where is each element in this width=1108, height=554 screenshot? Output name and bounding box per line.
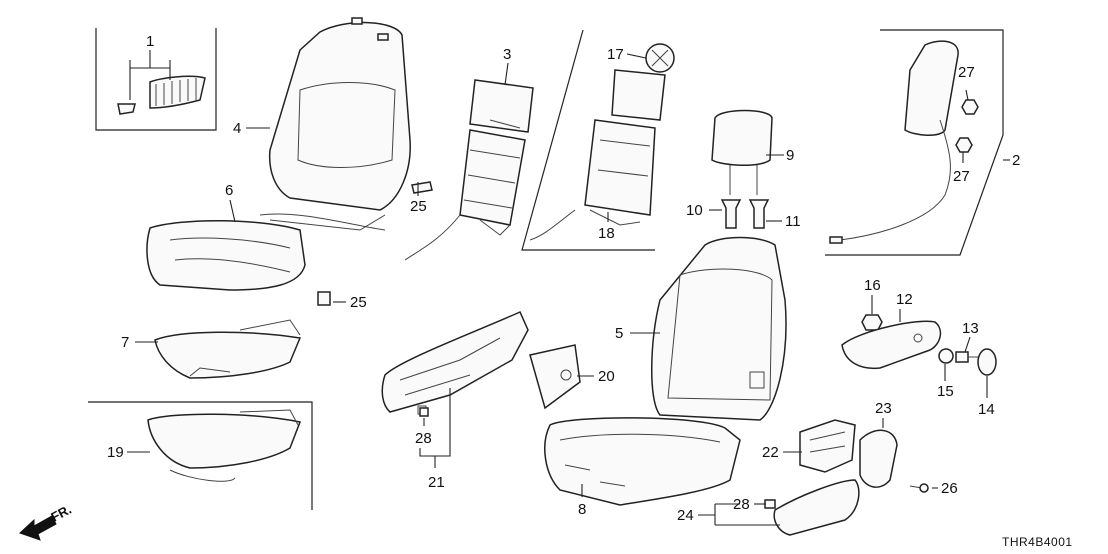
callout-9: 9	[786, 147, 794, 164]
part-9-headrest	[711, 109, 773, 195]
callout-12: 12	[896, 291, 913, 308]
callout-7: 7	[121, 334, 129, 351]
group-box-1	[95, 28, 217, 131]
part-27-nut-lower	[955, 137, 973, 153]
part-28-clip-left	[419, 407, 429, 417]
group-box-2	[825, 29, 1004, 256]
part-12-recliner-cover	[841, 320, 942, 370]
part-27-nut-upper	[961, 99, 979, 115]
front-direction-indicator: FR.	[19, 502, 74, 541]
callout-28-left: 28	[415, 430, 432, 447]
callout-1: 1	[146, 33, 154, 50]
part-back-frame-panel	[404, 129, 526, 261]
callout-6: 6	[225, 182, 233, 199]
part-24-side-cover	[773, 479, 860, 536]
callout-10: 10	[686, 202, 703, 219]
callout-25-lower: 25	[350, 294, 367, 311]
callout-23: 23	[875, 400, 892, 417]
callout-26: 26	[941, 480, 958, 497]
part-19-cushion-pad	[147, 409, 302, 482]
callout-8: 8	[578, 501, 586, 518]
callout-11: 11	[785, 213, 801, 230]
part-back-lumbar-assembly	[529, 69, 666, 241]
callout-labels: 1 4 6 7 19 3 17 18 25 25 5 8 20 28 21 9 …	[107, 33, 1020, 524]
group-box-19	[88, 401, 313, 510]
part-8-seat-cushion-pad	[544, 417, 741, 506]
part-15-cap	[938, 348, 954, 364]
part-2-side-airbag	[829, 40, 959, 244]
part-13-bolt	[955, 351, 978, 363]
callout-28-right: 28	[733, 496, 750, 513]
group-box-18	[521, 29, 655, 251]
callout-17: 17	[607, 46, 624, 63]
callout-15: 15	[937, 383, 954, 400]
part-23-knob-cover	[859, 429, 898, 488]
callout-5: 5	[615, 325, 623, 342]
callout-22: 22	[762, 444, 779, 461]
callout-21: 21	[428, 474, 445, 491]
diagram-code: THR4B4001	[1002, 535, 1073, 549]
callout-27-lower: 27	[953, 168, 970, 185]
part-6-seat-cushion-cover	[146, 219, 306, 291]
part-5-seat-back-pad	[651, 236, 787, 421]
callout-18: 18	[598, 225, 615, 242]
callout-19: 19	[107, 444, 124, 461]
leader-lines	[127, 53, 1010, 526]
callout-27-upper: 27	[958, 64, 975, 81]
part-7-cushion-pad	[154, 319, 302, 379]
part-28-clip-right	[764, 499, 776, 509]
part-25-clip-upper	[411, 181, 433, 194]
part-3-seat-heater	[469, 79, 534, 133]
part-14-cap-cover	[977, 348, 997, 376]
part-16-clip	[861, 314, 883, 331]
callout-24: 24	[677, 507, 694, 524]
part-4-seat-back-cover	[259, 17, 411, 231]
part-21-seat-side-frame	[381, 311, 529, 415]
callout-3: 3	[503, 46, 511, 63]
callout-25-upper: 25	[410, 198, 427, 215]
part-22-switch-bracket	[799, 419, 856, 473]
callout-2: 2	[1012, 152, 1020, 169]
front-arrow-icon	[19, 515, 57, 541]
part-10-headrest-guide	[720, 199, 742, 229]
part-1-clip	[117, 75, 206, 115]
part-17-lumbar-knob	[645, 43, 675, 73]
callout-13: 13	[962, 320, 979, 337]
part-20-side-cover	[529, 344, 581, 410]
callout-14: 14	[978, 401, 995, 418]
callout-4: 4	[233, 120, 241, 137]
part-26-screw	[909, 483, 929, 493]
part-25-clip-lower	[317, 291, 331, 306]
callout-20: 20	[598, 368, 615, 385]
callout-16: 16	[864, 277, 881, 294]
part-11-headrest-guide-lock	[748, 199, 770, 229]
